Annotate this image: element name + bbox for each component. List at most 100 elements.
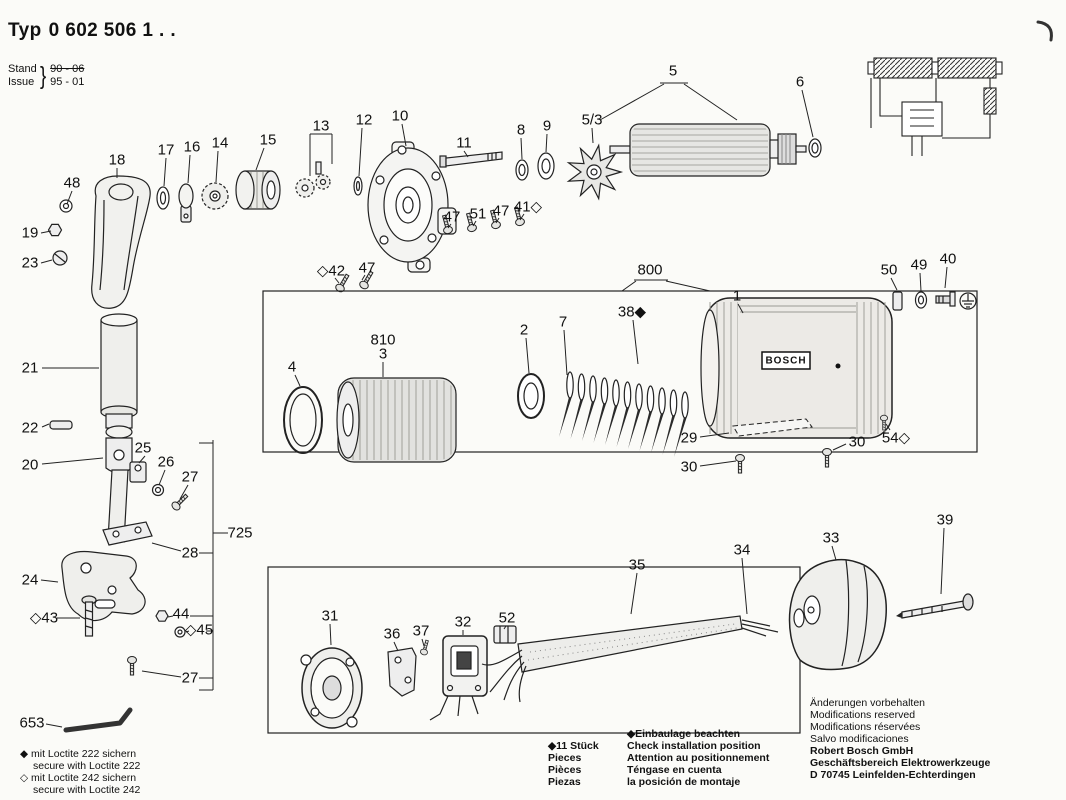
leader-line-4 [294, 374, 301, 387]
part-callout-23: 23 [22, 255, 39, 272]
part-callout-18: 18 [109, 152, 126, 169]
issue-value: 95 - 01 [50, 76, 85, 88]
issue-label: Issue [8, 76, 35, 88]
leader-line-47 [495, 217, 500, 224]
bracket-line-725 [190, 440, 228, 691]
part-callout-1: 1 [733, 288, 741, 305]
needle-pin [662, 415, 676, 455]
bosch-logo-box [761, 351, 811, 370]
washer-part-49 [914, 291, 928, 309]
pieces-note: ◆11 Stück Pieces Pièces Piezas [548, 740, 599, 788]
part-callout-27: 27 [182, 469, 199, 486]
part-callout-4: 4 [288, 359, 296, 376]
part-callout-51: 51 [470, 206, 487, 223]
leader-line-47 [447, 223, 452, 229]
motor-housing-part-1: BOSCH [700, 297, 893, 439]
leader-line-31 [329, 623, 332, 646]
part-callout-15: 15 [260, 132, 277, 149]
nut-part-44 [155, 610, 169, 622]
leader-line-30 [832, 443, 847, 451]
bosch-logo-text: BOSCH [765, 356, 806, 367]
washer-part-45 [174, 626, 186, 638]
end-cap-part-31 [300, 647, 363, 729]
pin-part-22 [49, 420, 73, 430]
note-line: ◆11 Stück [548, 740, 599, 752]
ring-part-4 [283, 386, 323, 454]
needle-pin [616, 407, 630, 447]
part-callout-2: 2 [520, 322, 528, 339]
part-callout-39: 39 [937, 512, 954, 529]
part-callout-20: 20 [22, 457, 39, 474]
part-callout-41◇: 41◇ [514, 199, 543, 216]
part-callout-10: 10 [392, 108, 409, 125]
legend-line: secure with Loctite 222 [33, 760, 141, 772]
field-part-810-3 [336, 377, 457, 463]
leader-line-6 [801, 89, 814, 138]
spring-washer [623, 381, 632, 409]
gear-part-14 [201, 182, 229, 210]
company-line: Geschäftsbereich Elektrowerkzeuge [810, 757, 991, 769]
screw-part-43 [81, 595, 97, 637]
part-callout-5/3: 5/3 [582, 112, 603, 129]
modifications-line: Modifications reserved [810, 709, 916, 721]
legend-line: ◇ mit Loctite 242 sichern [20, 772, 137, 784]
screw-part-37 [419, 639, 431, 657]
leader-line-33 [831, 545, 837, 561]
bracket-line-13 [309, 133, 333, 176]
needle-pin [593, 403, 607, 443]
bracket-part-25 [129, 461, 147, 483]
screw-part-23 [52, 250, 68, 266]
part-callout-3: 3 [379, 346, 387, 363]
part-callout-47: 47 [493, 203, 510, 220]
footer-block: Änderungen vorbehalten Modifications res… [810, 697, 990, 781]
leader-line-27 [141, 670, 182, 678]
bearing-part-2 [517, 373, 545, 419]
part-callout-29: 29 [681, 430, 698, 447]
allen-key-part-653 [63, 707, 133, 733]
type-number: 0 602 506 1 . . [48, 20, 177, 41]
leader-line-39 [940, 527, 945, 595]
plate-part-29 [732, 418, 813, 437]
screw-part-40 [935, 291, 956, 307]
leader-line-7 [563, 329, 568, 376]
part-callout-22: 22 [22, 420, 39, 437]
leader-line-50 [890, 277, 898, 291]
leader-line-◇42 [334, 277, 340, 284]
leader-line-44 [167, 615, 174, 618]
leader-line-19 [40, 230, 52, 234]
spring-washer [681, 391, 689, 419]
washer-part-8 [515, 159, 529, 181]
armature-part-5 [609, 123, 807, 177]
part-callout-52: 52 [499, 610, 516, 627]
screw-part-27 [169, 491, 191, 513]
part-callout-9: 9 [543, 118, 551, 135]
washer-part-12 [353, 176, 363, 196]
rear-cap-part-33 [788, 559, 887, 671]
leader-line-35 [630, 572, 638, 615]
needle-pin [628, 409, 641, 449]
screw-part-27 [127, 656, 137, 676]
leader-line-54◇ [885, 423, 891, 431]
leader-line-25 [138, 455, 146, 464]
part-callout-30: 30 [681, 459, 698, 476]
part-callout-19: 19 [22, 225, 39, 242]
part-callout-◇42: ◇42 [317, 263, 345, 280]
washer-part-26 [151, 483, 165, 497]
part-callout-27: 27 [182, 670, 199, 687]
loctite-legend: ◆ mit Loctite 222 sichern secure with Lo… [20, 748, 140, 796]
part-callout-35: 35 [629, 557, 646, 574]
leader-line-34 [741, 557, 748, 615]
gear-part-15 [235, 170, 281, 210]
bracket-line-800 [621, 279, 711, 292]
part-callout-37: 37 [413, 623, 430, 640]
leader-line-5/3 [591, 127, 594, 144]
issue-block: Stand Issue } 90 - 06 95 - 01 [8, 63, 84, 89]
leader-line-20 [41, 457, 104, 465]
part-callout-725: 725 [227, 525, 252, 542]
company-line: D 70745 Leinfelden-Echterdingen [810, 769, 976, 781]
clamp-part-24 [61, 550, 146, 622]
part-callout-44: 44 [173, 606, 190, 623]
fan-part-5-3 [566, 143, 624, 201]
leader-line-◇45 [185, 630, 190, 633]
note-line: ◆Einbaulage beachten [627, 728, 741, 740]
